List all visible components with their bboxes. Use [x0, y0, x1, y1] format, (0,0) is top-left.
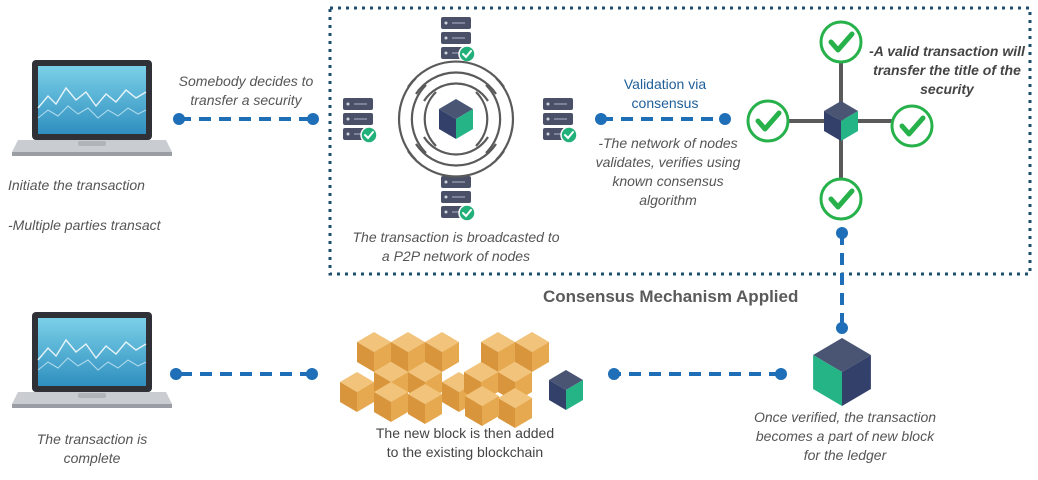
label-valid: -A valid transaction will transfer the t…	[869, 43, 1025, 97]
label-parties: -Multiple parties transact	[8, 217, 161, 233]
checkmark-icon-top	[821, 22, 861, 62]
label-new-block: The new block is then added to the exist…	[375, 425, 555, 460]
connector-dots	[170, 113, 848, 380]
consensus-title: Consensus Mechanism Applied	[543, 287, 799, 306]
gold-block-stack-icon	[340, 332, 583, 428]
label-complete: The transaction is complete	[36, 431, 148, 466]
server-icon-bottom	[440, 175, 476, 222]
label-network: -The network of nodes validates, verifie…	[595, 135, 741, 208]
blockchain-cube-icon-validator	[824, 101, 858, 141]
broadcast-ring-icon	[398, 60, 514, 178]
checkmark-icon-bottom	[821, 179, 861, 219]
label-somebody: Somebody decides to transfer a security	[178, 73, 314, 108]
label-initiate: Initiate the transaction	[8, 177, 145, 193]
server-icon-top	[440, 16, 476, 63]
checkmark-icon-right	[892, 106, 932, 146]
server-icon-right	[542, 97, 578, 144]
label-broadcast: The transaction is broadcasted to a P2P …	[352, 229, 560, 264]
laptop-icon-initiate	[11, 59, 173, 157]
label-validation: Validation via consensus	[623, 76, 707, 111]
label-verified: Once verified, the transaction becomes a…	[753, 409, 937, 463]
laptop-icon-complete	[11, 311, 173, 409]
consensus-region-box	[328, 6, 1032, 276]
blockchain-cube-icon-network	[439, 99, 473, 139]
connector-lines	[176, 117, 844, 376]
blockchain-cube-icon-new-block	[813, 338, 871, 406]
server-icon-left	[342, 97, 378, 144]
